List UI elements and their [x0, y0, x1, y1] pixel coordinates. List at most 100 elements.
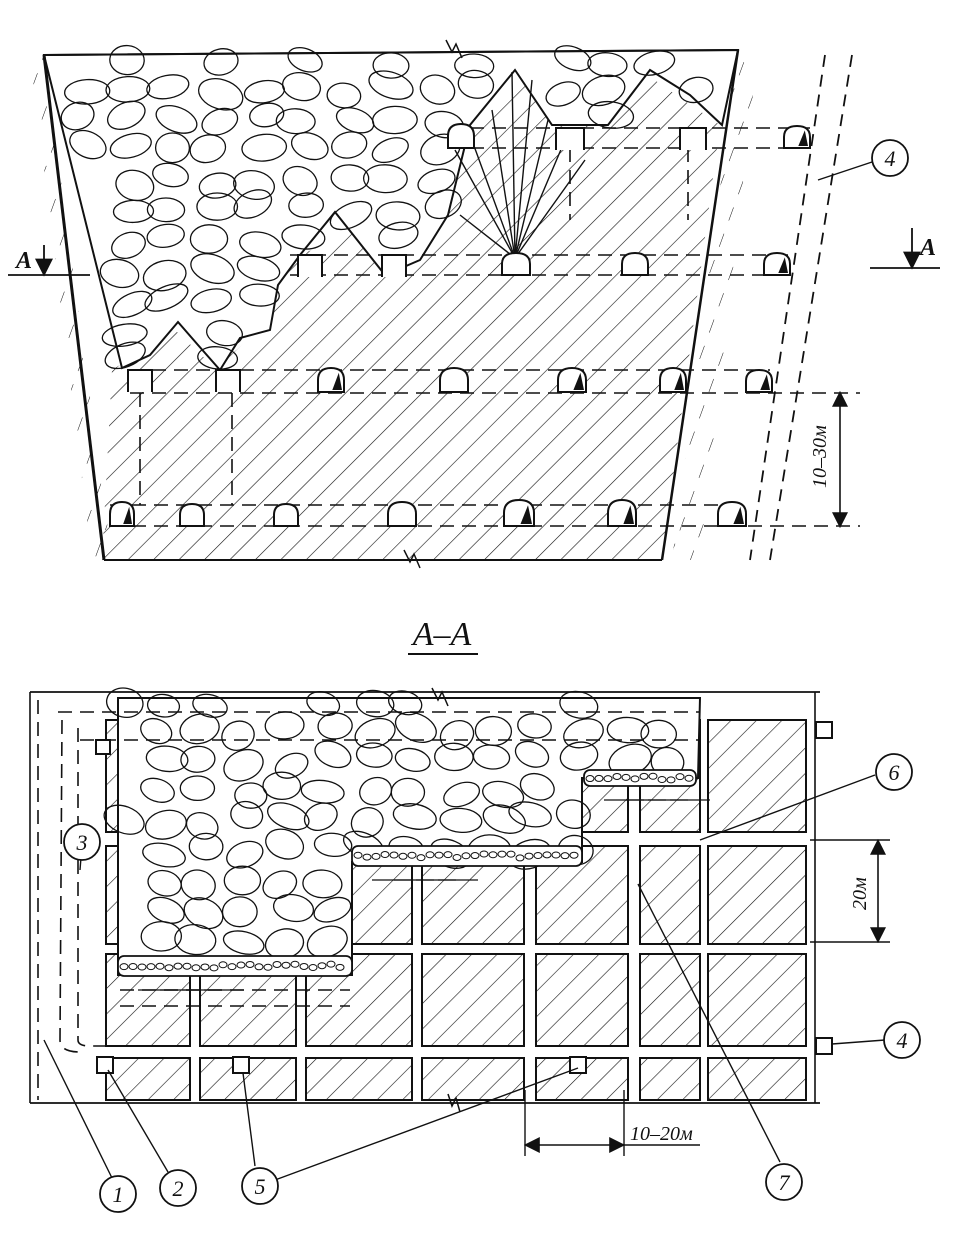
dimension-bottom-horizontal: 10–20м	[523, 1090, 700, 1156]
boulder	[514, 740, 550, 768]
boulder	[281, 71, 322, 102]
boulder	[155, 104, 198, 134]
boulder	[185, 812, 219, 840]
boulder	[197, 346, 239, 370]
boulder	[454, 53, 495, 79]
drifts-top	[109, 122, 811, 527]
boulder	[362, 164, 408, 194]
boulder	[203, 48, 239, 76]
boulder	[326, 82, 362, 109]
pillar	[707, 719, 807, 833]
raises	[95, 721, 833, 1074]
callout-label: 4	[885, 146, 896, 171]
boulder	[99, 258, 140, 289]
boulder	[424, 189, 462, 220]
boulder	[419, 74, 456, 105]
boulder	[302, 869, 343, 899]
boulder	[313, 832, 353, 858]
boulder	[179, 713, 220, 745]
callout-1: 1	[99, 1175, 137, 1213]
boulder	[439, 720, 475, 751]
boulder	[140, 920, 183, 952]
boulder	[104, 341, 146, 370]
boulder	[545, 81, 581, 107]
boulder	[111, 231, 146, 259]
boulder	[206, 319, 243, 347]
boulder	[443, 781, 481, 808]
ore-chute	[297, 254, 323, 277]
section-marker-label: А	[918, 235, 936, 261]
boulder	[142, 259, 187, 292]
top-section: А А 10–30м 4	[8, 39, 940, 569]
boulder	[188, 832, 224, 861]
section-marker-right: А	[870, 228, 940, 270]
boulder	[233, 189, 273, 219]
left-host-rock	[30, 55, 112, 560]
boulder	[359, 776, 393, 806]
leaders	[43, 774, 886, 1181]
right-host-rock	[672, 50, 758, 560]
boulder	[146, 197, 186, 223]
boulder	[457, 69, 495, 99]
pillar	[707, 845, 807, 945]
pillar	[707, 953, 807, 1047]
boulder	[355, 742, 393, 768]
callout-4-top: 4	[817, 139, 909, 181]
boulder	[192, 693, 228, 718]
boulder	[109, 132, 152, 159]
callout-5: 5	[241, 1167, 279, 1205]
boulder	[112, 290, 153, 319]
boulder	[144, 809, 187, 840]
callout-label: 6	[889, 760, 900, 785]
pillar	[707, 1057, 807, 1101]
boulder	[197, 78, 244, 111]
callout-label: 5	[255, 1174, 266, 1199]
callout-2: 2	[159, 1169, 197, 1207]
boulder	[306, 691, 341, 717]
dimension-bottom-vertical: 20м	[810, 838, 890, 944]
drift-opening	[439, 366, 469, 393]
boulder	[243, 79, 285, 104]
drift-opening	[447, 122, 475, 149]
boulder	[472, 744, 511, 770]
boulder	[265, 828, 305, 860]
dimension-label: 10–20м	[630, 1123, 693, 1145]
callout-4-bottom: 4	[883, 1021, 921, 1059]
section-marker-left: А	[8, 245, 90, 277]
broken-ore-layers	[117, 769, 710, 991]
callout-label: 1	[113, 1182, 124, 1207]
right-wall	[660, 49, 740, 561]
boulder	[482, 780, 525, 809]
boulder	[147, 869, 182, 897]
boulder	[508, 801, 552, 828]
boulder	[581, 74, 626, 107]
boulder	[266, 802, 310, 831]
boulder	[517, 713, 552, 739]
boulder	[640, 719, 678, 749]
ore-chute	[127, 369, 153, 392]
left-wall	[42, 54, 106, 561]
boulder	[314, 740, 352, 769]
boulder	[288, 192, 325, 218]
boulder	[330, 164, 370, 192]
boulder	[234, 782, 268, 809]
callout-label: 2	[173, 1176, 184, 1201]
boulder	[222, 930, 265, 955]
ore-body	[102, 70, 720, 560]
dimension-label: 20м	[849, 877, 871, 910]
boulder	[355, 689, 395, 718]
broken-ore-layer	[351, 845, 583, 867]
pillar	[421, 953, 525, 1047]
boulder	[154, 132, 191, 164]
boulder	[142, 842, 186, 868]
boulder	[313, 896, 352, 923]
boulder	[275, 108, 316, 135]
pillar	[535, 953, 629, 1047]
break-mark	[447, 1093, 461, 1113]
boulder	[606, 716, 650, 744]
boulder	[183, 897, 224, 930]
ore-chute	[215, 369, 241, 392]
boulder	[144, 283, 189, 312]
boulder	[262, 870, 298, 900]
